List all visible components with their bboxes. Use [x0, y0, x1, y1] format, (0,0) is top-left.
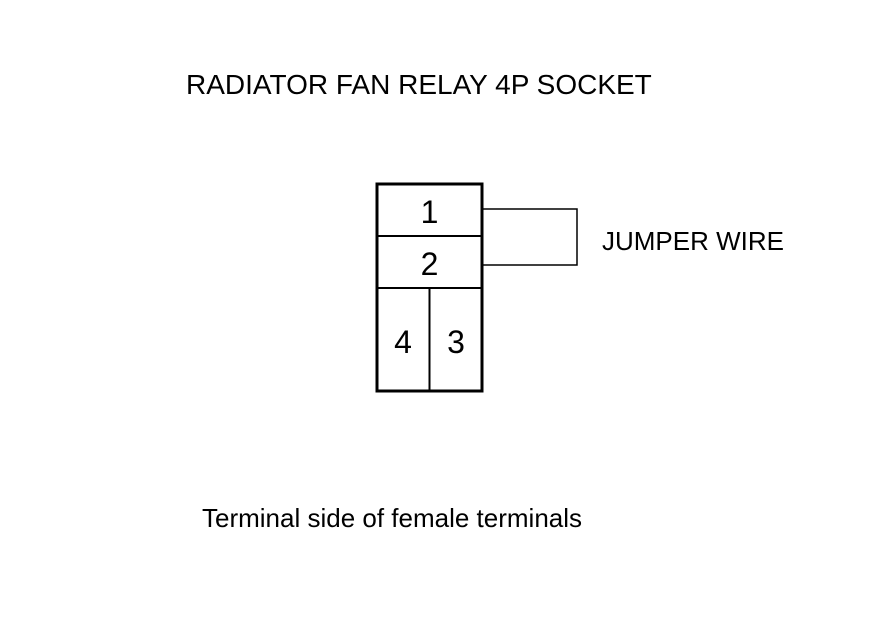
- jumper-wire: [482, 208, 578, 266]
- terminal-3-label: 3: [447, 324, 465, 360]
- jumper-wire-label: JUMPER WIRE: [602, 226, 784, 256]
- diagram-caption: Terminal side of female terminals: [202, 503, 582, 533]
- terminal-2-label: 2: [421, 246, 439, 282]
- relay-socket: 1 2 4 3: [375, 182, 484, 393]
- terminal-4-label: 4: [394, 324, 412, 360]
- terminal-1-label: 1: [421, 194, 439, 230]
- diagram-title: RADIATOR FAN RELAY 4P SOCKET: [186, 69, 652, 100]
